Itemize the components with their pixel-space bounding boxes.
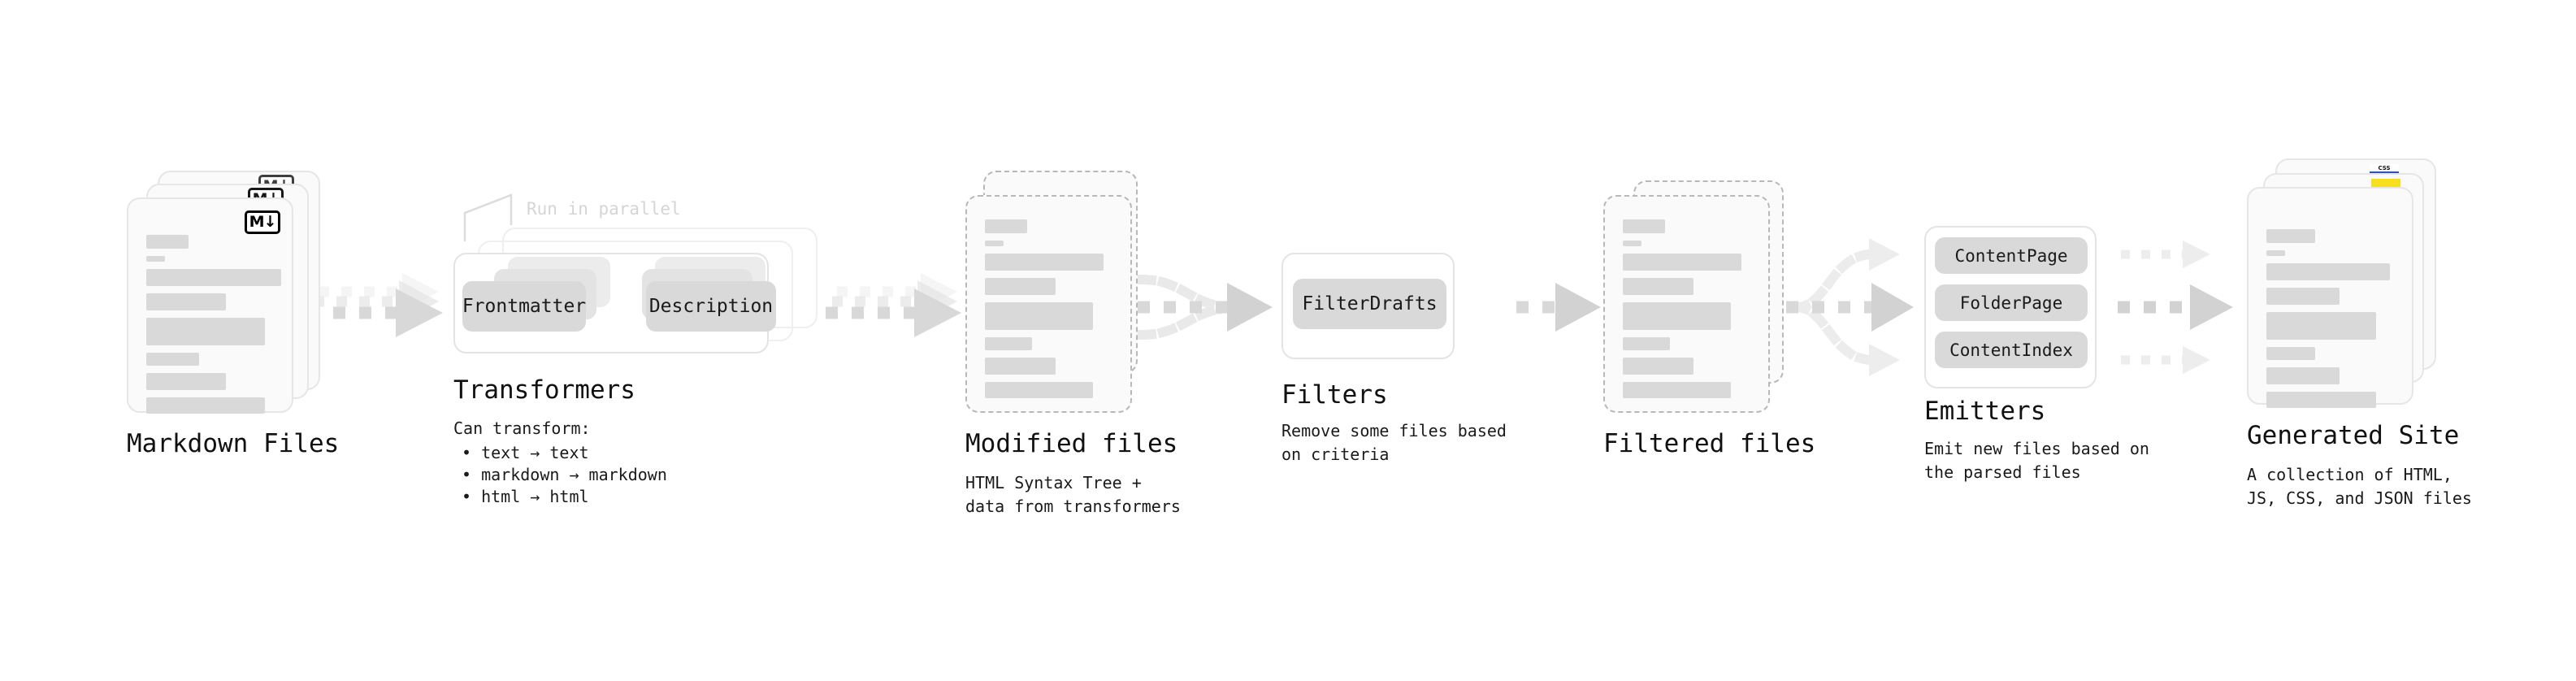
transformers-bullet-2: • markdown → markdown — [462, 465, 667, 484]
emitter-chip-contentpage[interactable]: ContentPage — [1935, 237, 2088, 274]
connector-filters-to-filtered — [1516, 283, 1601, 332]
transformer-chip-description[interactable]: Description — [646, 281, 776, 332]
transformers-bullet-1: • text → text — [462, 443, 589, 462]
filter-chip-filterdrafts[interactable]: FilterDrafts — [1293, 279, 1446, 329]
filtered-content-lines — [1623, 219, 1755, 406]
modified-files-title: Modified files — [965, 429, 1178, 458]
filtered-card-front — [1603, 195, 1770, 413]
emitters-title: Emitters — [1924, 397, 2046, 426]
connector-markdown-to-transformers — [307, 273, 443, 337]
site-content-lines — [2266, 229, 2399, 415]
markdown-files-title: Markdown Files — [127, 429, 340, 458]
modified-files-subtitle: HTML Syntax Tree + data from transformer… — [965, 473, 1181, 516]
connector-emitters-to-site — [2118, 241, 2233, 374]
transformers-bullet-1-text: text → text — [481, 443, 589, 462]
emitter-chip-folderpage[interactable]: FolderPage — [1935, 284, 2088, 321]
site-card-html — [2247, 187, 2413, 408]
filtered-files-title: Filtered files — [1603, 429, 1816, 458]
filters-title: Filters — [1281, 380, 1388, 410]
modified-card-front — [965, 195, 1132, 413]
transformers-subtitle: Can transform: — [453, 419, 591, 438]
transformers-bullet-2-text: markdown → markdown — [481, 465, 667, 484]
transformers-title: Transformers — [453, 375, 635, 405]
markdown-icon: M↓ — [245, 210, 280, 234]
transformer-chip-frontmatter[interactable]: Frontmatter — [462, 281, 586, 332]
document-card-front: M↓ — [127, 197, 293, 414]
run-in-parallel-annotation: Run in parallel — [527, 199, 681, 219]
transformers-bullet-3-text: html → html — [481, 487, 589, 506]
transformers-bullet-3: • html → html — [462, 487, 589, 506]
modified-content-lines — [985, 219, 1117, 406]
connector-filtered-to-emitters — [1786, 238, 1914, 376]
emitters-subtitle: Emit new files based on the parsed files — [1924, 439, 2149, 482]
generated-site-subtitle: A collection of HTML, JS, CSS, and JSON … — [2247, 465, 2472, 508]
connector-transformers-to-modified — [826, 273, 961, 337]
connector-modified-to-filters — [1136, 274, 1273, 340]
document-content-lines — [146, 235, 281, 421]
emitter-chip-contentindex[interactable]: ContentIndex — [1935, 332, 2088, 368]
generated-site-title: Generated Site — [2247, 421, 2460, 450]
filters-subtitle: Remove some files based on criteria — [1281, 421, 1507, 464]
